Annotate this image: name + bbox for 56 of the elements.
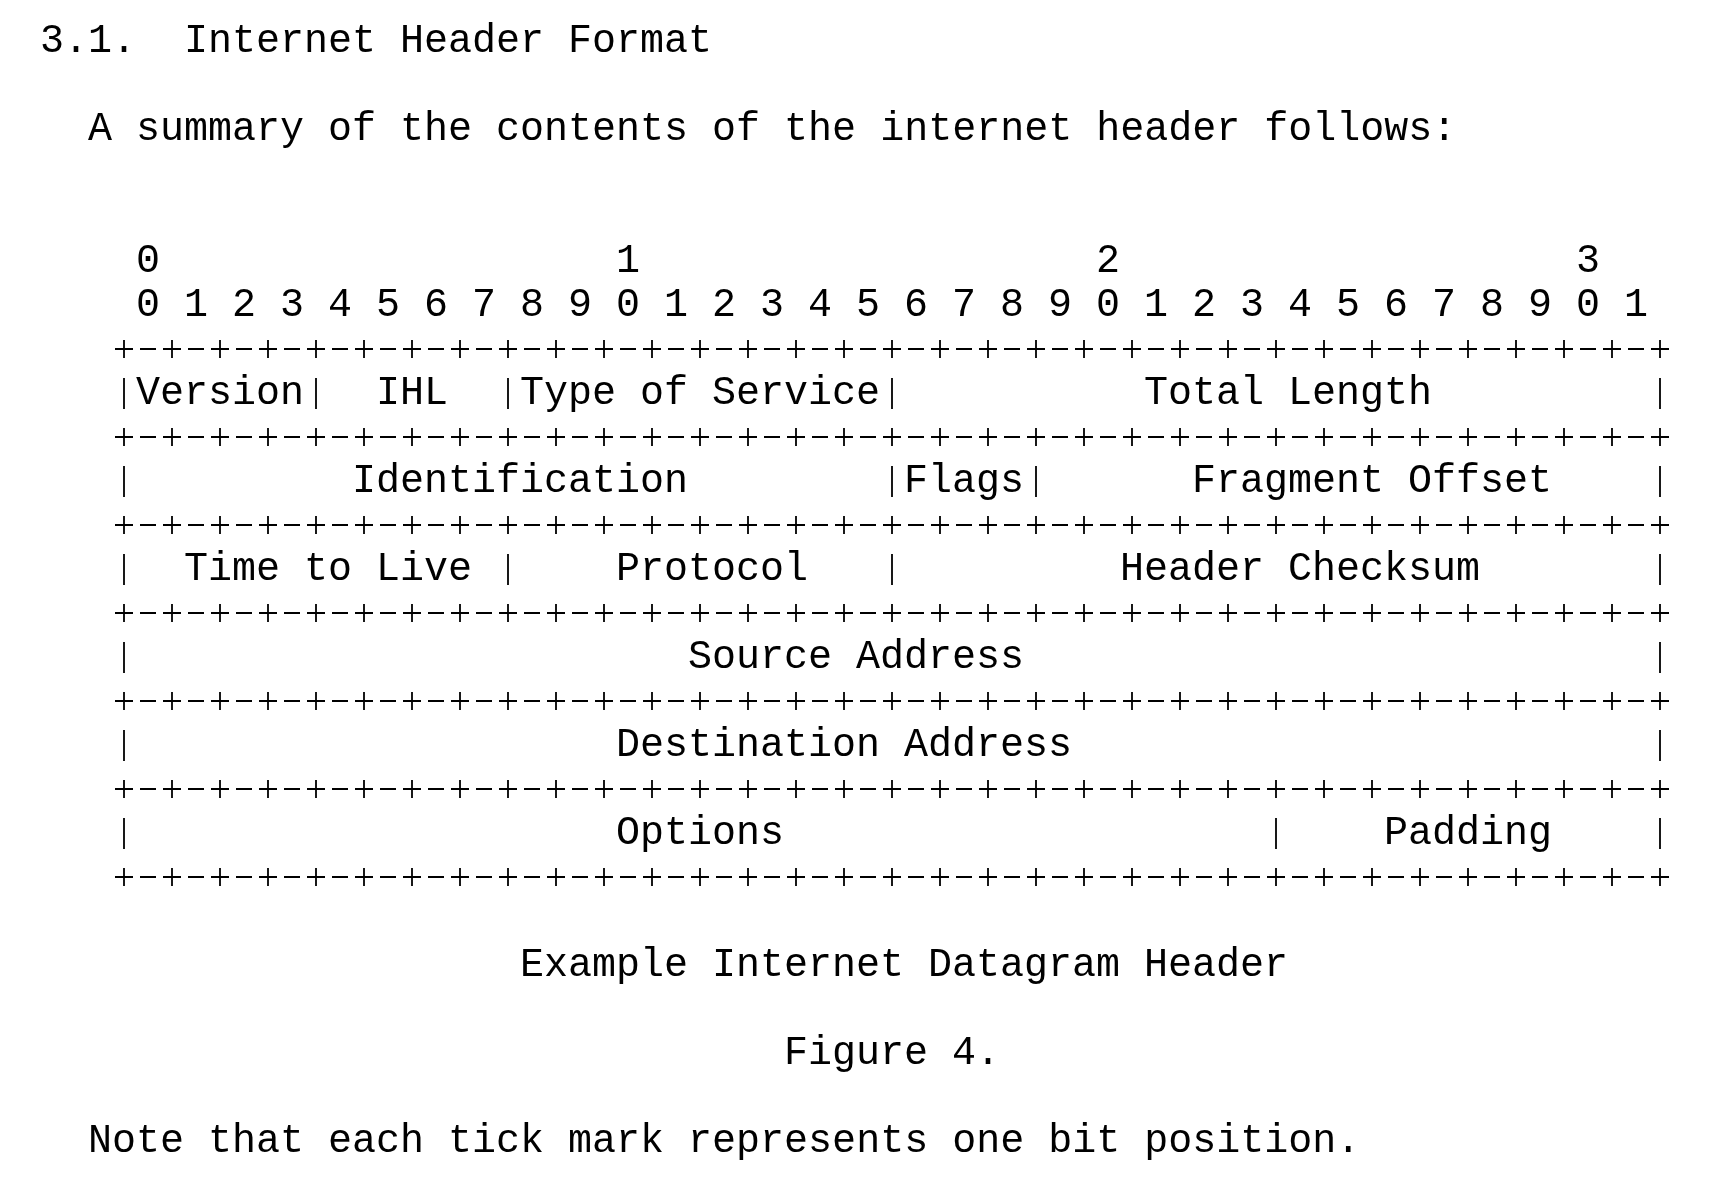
field-name: Protocol [616, 550, 809, 590]
field-name: Type of Service [520, 374, 881, 414]
note-text: Note that each tick mark represents one bit position. [88, 1122, 1361, 1162]
bit-number: 2 [1192, 286, 1216, 326]
field-name: Identification [352, 462, 689, 502]
bit-number: 8 [1000, 286, 1024, 326]
bit-number: 6 [904, 286, 928, 326]
figure-caption: Example Internet Datagram Header [520, 946, 1289, 986]
bit-number: 1 [184, 286, 208, 326]
bit-number: 2 [232, 286, 256, 326]
bit-tens-digit: 3 [1576, 242, 1600, 282]
bit-number: 8 [520, 286, 544, 326]
bit-number: 5 [856, 286, 880, 326]
bit-number: 3 [280, 286, 304, 326]
bit-number: 6 [424, 286, 448, 326]
bit-number: 0 [616, 286, 640, 326]
field-name: Flags [904, 462, 1025, 502]
bit-tens-digit: 1 [616, 242, 640, 282]
bit-number: 7 [1432, 286, 1456, 326]
bit-number: 8 [1480, 286, 1504, 326]
field-name: Fragment Offset [1192, 462, 1553, 502]
bit-number: 4 [328, 286, 352, 326]
bit-number: 1 [1144, 286, 1168, 326]
field-name: Padding [1384, 814, 1553, 854]
figure-number: Figure 4. [784, 1034, 1001, 1074]
bit-number: 0 [1096, 286, 1120, 326]
field-name: IHL [376, 374, 448, 414]
bit-number: 5 [1336, 286, 1360, 326]
bit-number: 5 [376, 286, 400, 326]
bit-number: 3 [760, 286, 784, 326]
intro-text: A summary of the contents of the internet header follows: [88, 110, 1457, 150]
bit-tens-digit: 2 [1096, 242, 1120, 282]
field-name: Version [136, 374, 305, 414]
field-name: Total Length [1144, 374, 1433, 414]
bit-number: 9 [1528, 286, 1552, 326]
bit-number: 6 [1384, 286, 1408, 326]
bit-tens-digit: 0 [136, 242, 160, 282]
bit-number: 9 [1048, 286, 1072, 326]
section-number: 3.1. [40, 22, 136, 62]
bit-number: 4 [1288, 286, 1312, 326]
bit-number: 9 [568, 286, 592, 326]
bit-number: 0 [136, 286, 160, 326]
bit-number: 7 [472, 286, 496, 326]
field-name: Options [616, 814, 785, 854]
bit-number: 2 [712, 286, 736, 326]
section-heading: Internet Header Format [184, 22, 713, 62]
bit-number: 7 [952, 286, 976, 326]
bit-number: 1 [1624, 286, 1648, 326]
bit-number: 3 [1240, 286, 1264, 326]
field-name: Time to Live [184, 550, 473, 590]
bit-number: 0 [1576, 286, 1600, 326]
field-name: Source Address [688, 638, 1025, 678]
field-name: Header Checksum [1120, 550, 1481, 590]
bit-number: 4 [808, 286, 832, 326]
field-name: Destination Address [616, 726, 1073, 766]
bit-number: 1 [664, 286, 688, 326]
